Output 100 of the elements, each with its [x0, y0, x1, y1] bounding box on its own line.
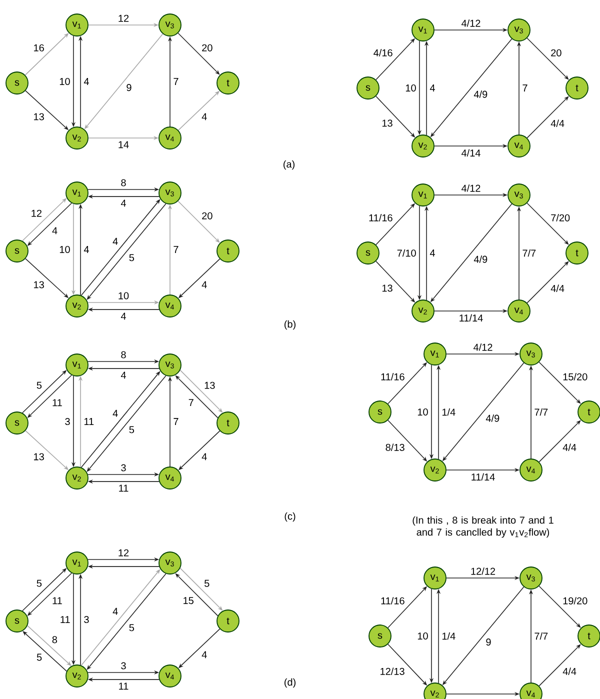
edge-label: 9 — [484, 638, 492, 647]
edge-label: 10 — [416, 407, 430, 417]
edge-label: 7/10 — [396, 248, 418, 258]
arrow — [526, 38, 569, 80]
edge-label: 4/4 — [562, 666, 578, 676]
edge-label: 11 — [51, 596, 64, 606]
edge-label: 7/7 — [521, 248, 538, 258]
edge-label: 4 — [82, 245, 90, 254]
edge-label: 13 — [380, 118, 394, 128]
edge-label: 13 — [203, 380, 216, 390]
edge-label: 4 — [428, 248, 436, 258]
edge-label: 4 — [112, 408, 120, 418]
edge-label: 11 — [51, 398, 64, 408]
edge-label: 16 — [32, 43, 46, 52]
edge-label: 4/9 — [484, 414, 501, 423]
edge-label: 11 — [58, 615, 72, 624]
edge-label: 12/13 — [378, 666, 406, 676]
arrow — [538, 420, 581, 462]
edge-label: 8 — [120, 350, 128, 360]
edge-label: 7 — [172, 245, 180, 254]
edge-label: 10 — [416, 631, 430, 641]
edge-label: 12 — [116, 548, 130, 558]
edge-label: 10 — [116, 291, 130, 300]
edge-label: 5 — [128, 623, 136, 632]
edge-label: 10 — [404, 83, 418, 93]
edge-label: 7/7 — [533, 407, 550, 417]
edge-label: 11 — [117, 682, 130, 691]
edge-label: 8 — [120, 178, 128, 188]
edge-label: 3 — [64, 416, 72, 426]
edge-label: 20 — [550, 48, 563, 58]
note-text: (In this , 8 is break into 7 and 1 and 7 is canclled by v$_{1}$v$_{2}$flow) — [412, 516, 554, 538]
edge-label: 14 — [116, 140, 130, 150]
edge-label: 1/4 — [440, 407, 457, 417]
edge-label: 4/12 — [460, 18, 482, 28]
edge-label: 4/16 — [372, 48, 394, 58]
edge-label: 7 — [172, 417, 180, 426]
edge-label: 3 — [120, 661, 128, 670]
edge-label: 12 — [116, 14, 130, 23]
edge-label: 12/12 — [470, 566, 497, 576]
edge-label: 13 — [32, 112, 46, 122]
edge-label: 4 — [200, 112, 208, 122]
edge-label: 20 — [200, 211, 214, 220]
edge-label: 3 — [82, 614, 90, 624]
edge-label: 5 — [35, 578, 43, 588]
edge-label: 4/12 — [460, 183, 482, 193]
edge-label: 4/9 — [472, 90, 489, 99]
edge-label: 11 — [117, 484, 130, 493]
edge-label: 11/16 — [368, 213, 394, 222]
edge-label: 4 — [112, 606, 120, 616]
edge-label: 11/14 — [458, 313, 484, 323]
edge-label: 13 — [380, 284, 394, 293]
edge-label: 4 — [120, 370, 128, 380]
panel-label: (c) — [284, 512, 296, 522]
edge-label: 7/20 — [550, 213, 572, 222]
arrow — [526, 202, 569, 245]
arrow — [178, 32, 220, 75]
arrow — [538, 362, 581, 404]
panel-label: (d) — [284, 678, 296, 688]
edge-label: 15/20 — [562, 372, 589, 382]
edge-label: 10 — [58, 244, 72, 254]
edge-label: 8/13 — [384, 442, 406, 452]
edge-label: 5 — [203, 578, 211, 588]
edge-label: 8 — [50, 635, 58, 644]
edge-label: 4 — [120, 312, 128, 321]
edge-label: 4/12 — [472, 342, 494, 352]
edge-label: 11 — [82, 417, 96, 426]
edge-label: 4/9 — [472, 254, 489, 264]
edge-label: 5 — [35, 380, 43, 390]
edge-label: 20 — [200, 43, 214, 52]
arrow — [27, 625, 72, 666]
edge-label: 19/20 — [562, 596, 589, 606]
edge-label: 11/16 — [380, 372, 406, 382]
edge-label: 7 — [187, 398, 195, 407]
edge-label: 1/4 — [440, 631, 457, 641]
edge-label: 4 — [82, 77, 90, 86]
edge-label: 4 — [112, 236, 120, 246]
edge-label: 3 — [120, 463, 128, 472]
arrow — [22, 631, 68, 672]
arrow — [538, 586, 581, 628]
edge-label: 10 — [58, 76, 72, 86]
edge-label: 4 — [200, 280, 208, 290]
arrow — [526, 261, 569, 304]
panel-label: (b) — [284, 320, 296, 330]
edge-label: 11/14 — [470, 472, 496, 482]
edge-label: 13 — [32, 452, 46, 462]
edge-label: 5 — [128, 253, 136, 262]
edge-label: 4 — [120, 198, 128, 208]
edge-label: 12 — [30, 208, 43, 218]
edge-label: 7 — [172, 77, 180, 86]
arrow — [178, 200, 220, 243]
edge-label: 9 — [125, 83, 133, 92]
arrow — [526, 96, 569, 138]
panel-label: (a) — [284, 160, 294, 170]
edge-label: 4 — [200, 650, 208, 660]
edge-label: 13 — [32, 280, 46, 290]
edge-label: 15 — [182, 596, 195, 606]
edge-label: 4/4 — [562, 442, 578, 452]
edge-label: 4/4 — [550, 284, 566, 293]
edge-label: 4 — [428, 84, 436, 92]
edge-label: 4 — [200, 452, 208, 462]
